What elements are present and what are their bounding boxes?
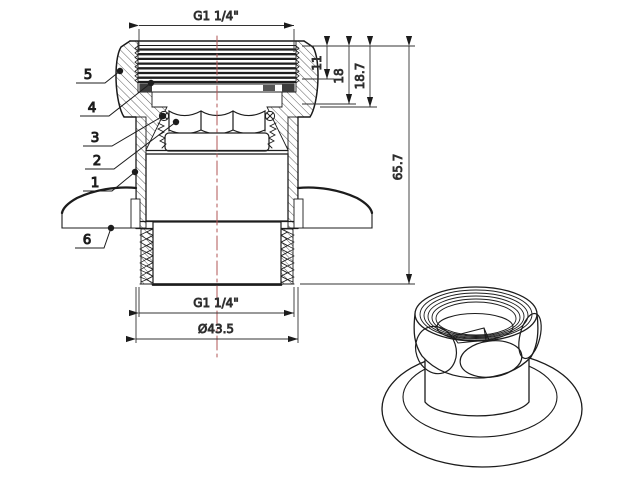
dim-18-7-label: 18.7 — [353, 63, 367, 90]
iso-square-drive — [452, 327, 490, 344]
callout-4-label: 4 — [88, 100, 97, 116]
flange-wing-left — [60, 186, 141, 229]
callout-6: 6 — [75, 224, 115, 249]
dimension-65-7: 65.7 — [300, 36, 415, 285]
callout-5-dot — [116, 67, 124, 75]
callout-5-label: 5 — [84, 67, 93, 83]
flange-wing-right — [293, 186, 374, 229]
dim-18-label: 18 — [332, 68, 346, 83]
callout-5: 5 — [76, 67, 124, 84]
callout-6-dot — [107, 224, 115, 232]
escutcheon-flange — [60, 186, 374, 229]
dimension-top-thread: G1 1/4" — [129, 9, 295, 52]
callout-4-dot — [147, 79, 155, 87]
dimension-11: 11 — [302, 36, 334, 80]
callout-3-label: 3 — [91, 130, 100, 146]
callout-1-dot — [131, 168, 139, 176]
callout-2-dot — [172, 118, 180, 126]
dimension-bottom-thread: G1 1/4" — [129, 287, 295, 317]
iso-union-nut — [413, 286, 542, 379]
callout-3: 3 — [83, 112, 167, 147]
dim-bottom-thread-label: G1 1/4" — [193, 296, 239, 310]
dimension-18: 18 — [302, 36, 356, 105]
dimensions: G1 1/4" 11 18 18.7 65.7 — [126, 9, 415, 343]
dim-65-7-label: 65.7 — [391, 154, 405, 181]
callout-2: 2 — [85, 118, 180, 170]
dimension-18-7: 18.7 — [320, 36, 377, 108]
callout-1: 1 — [83, 168, 139, 192]
callout-3-dot — [159, 112, 167, 120]
callout-6-label: 6 — [83, 232, 92, 248]
dimension-diameter: Ø43.5 — [126, 287, 299, 343]
iso-internal-threads — [419, 289, 533, 342]
front-section-view — [60, 35, 374, 358]
dim-top-thread-label: G1 1/4" — [193, 9, 239, 23]
screw-spring-right — [264, 110, 278, 149]
part-callouts: 5 4 3 2 1 6 — [75, 67, 180, 249]
dim-11-label: 11 — [310, 55, 324, 70]
callout-2-label: 2 — [93, 153, 102, 169]
dim-diameter-label: Ø43.5 — [198, 322, 234, 336]
iso-nut-facets — [414, 312, 542, 378]
isometric-view — [381, 286, 583, 468]
callout-1-label: 1 — [91, 175, 100, 191]
callout-4: 4 — [80, 79, 155, 117]
